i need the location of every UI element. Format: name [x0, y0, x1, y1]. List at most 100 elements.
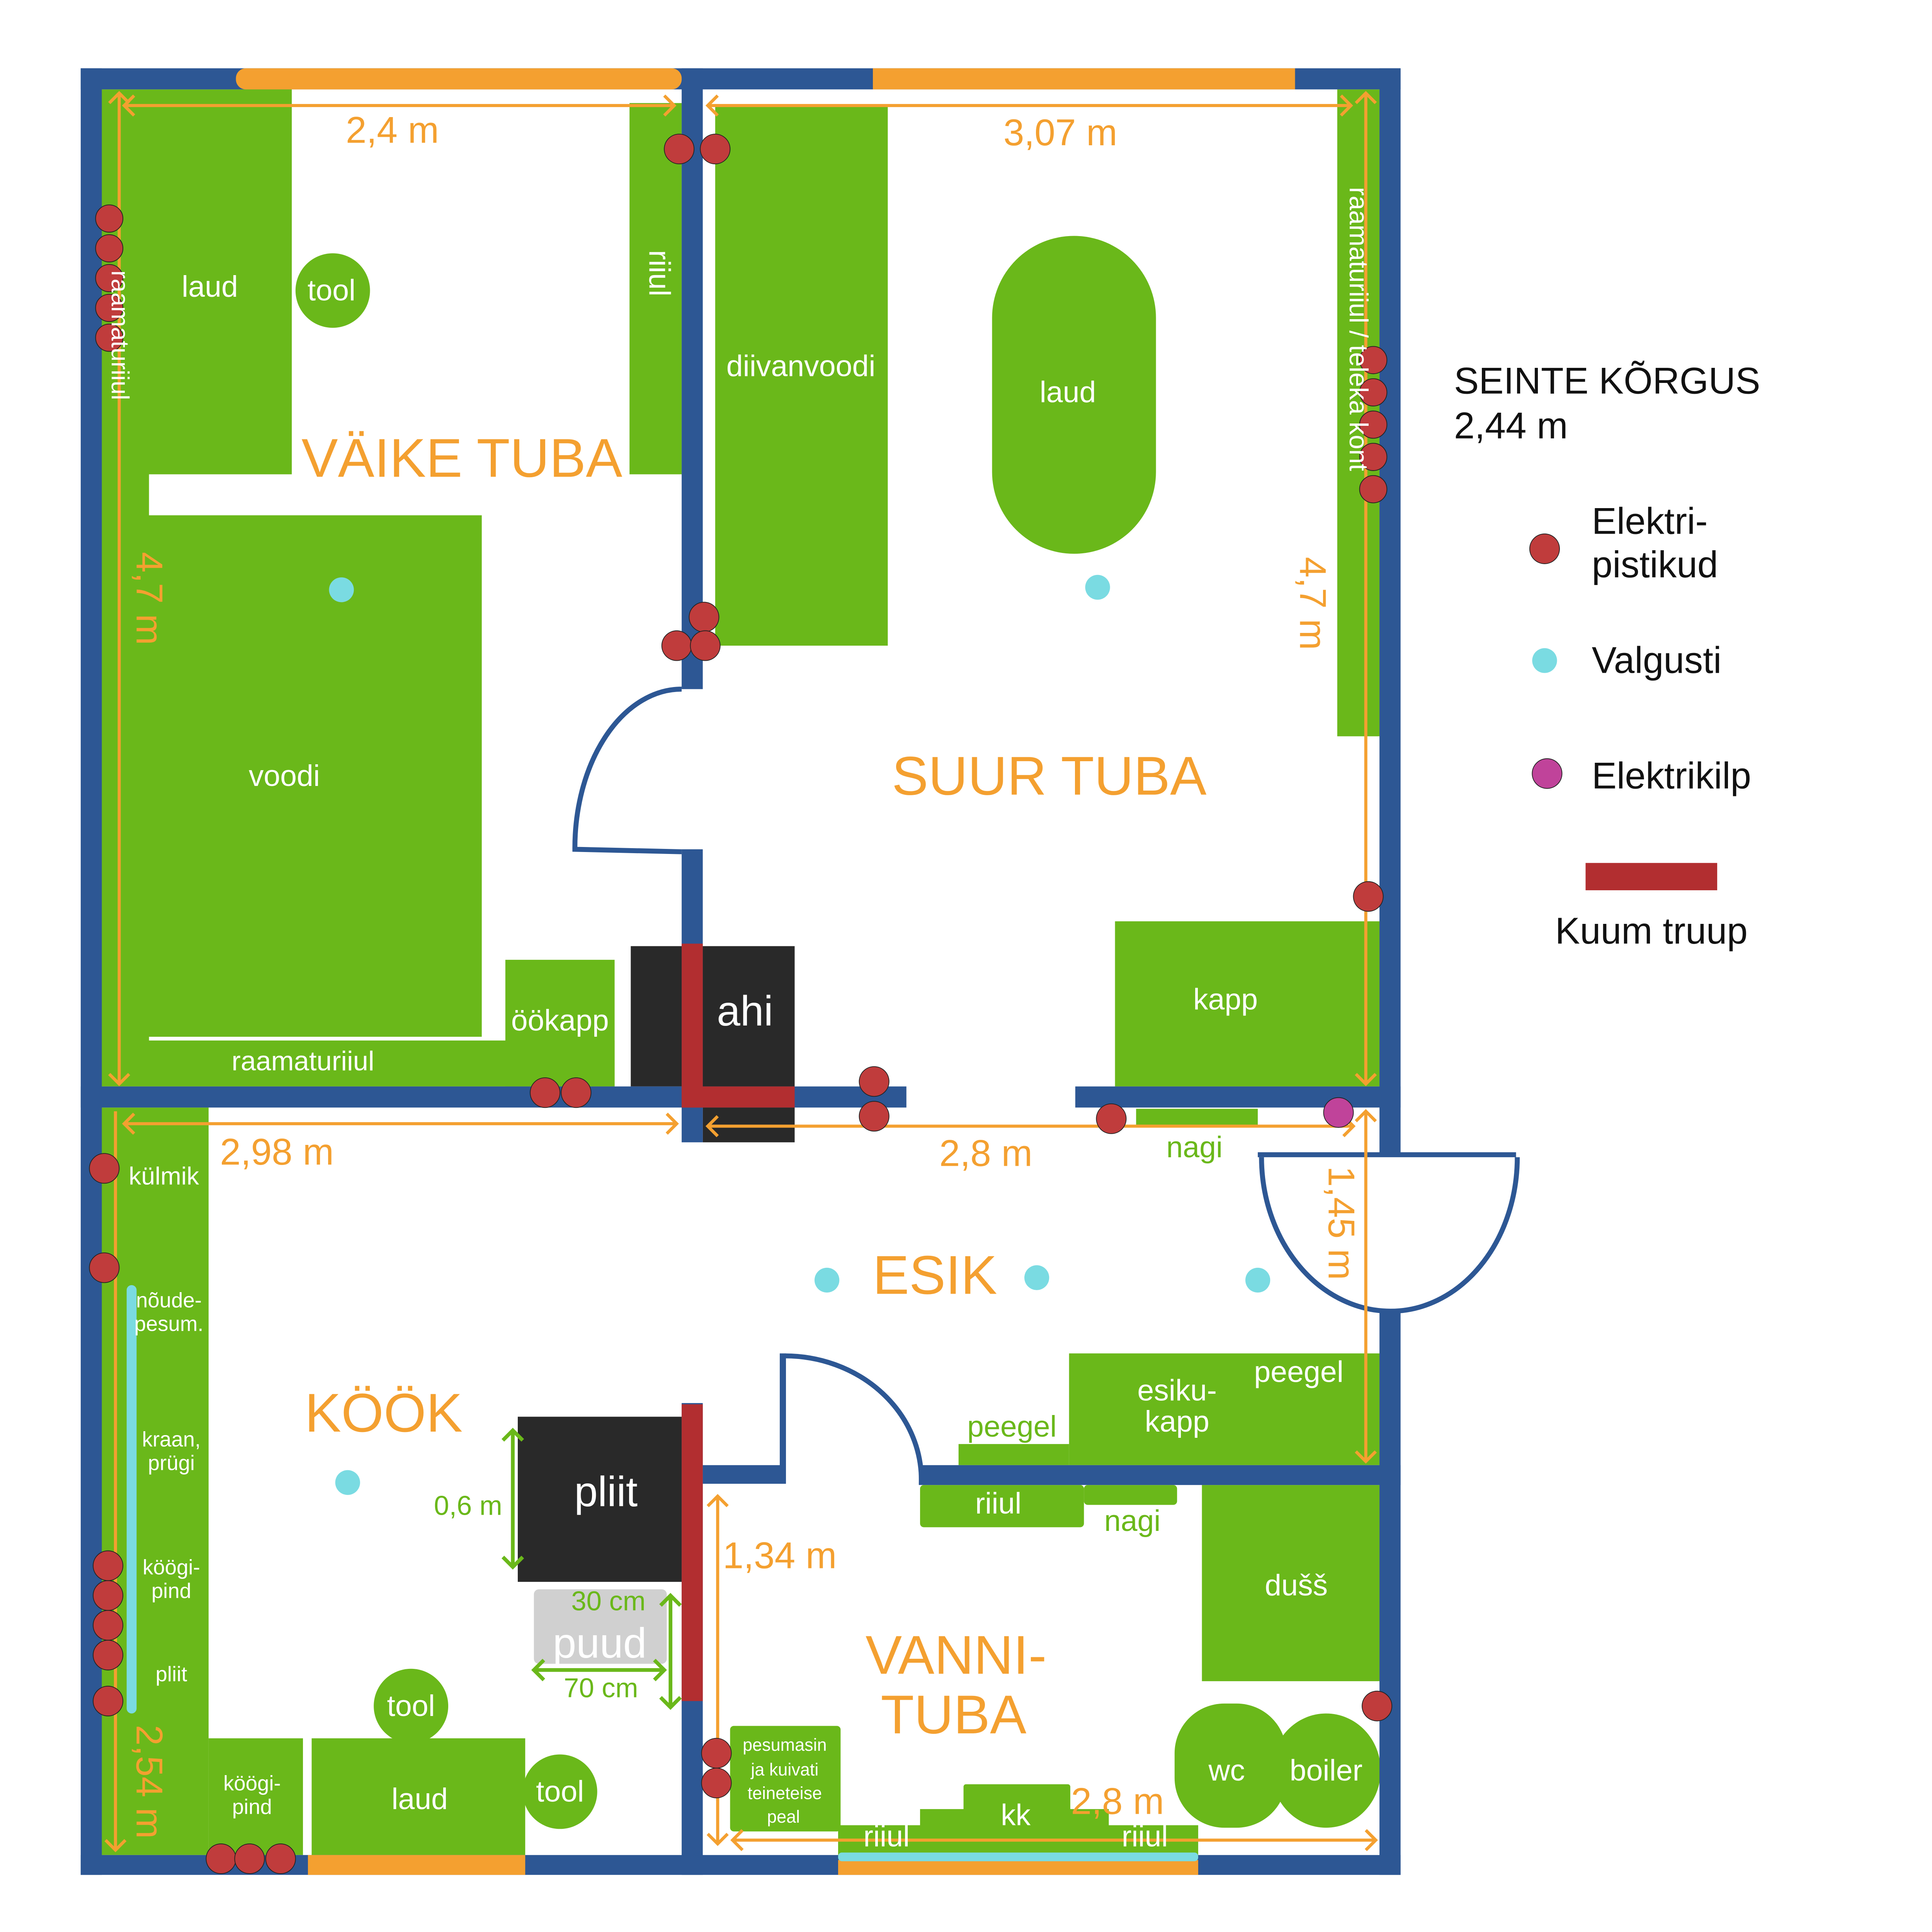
outlet-icon: [1359, 410, 1388, 439]
window: [308, 1855, 526, 1875]
stove-oven: [631, 946, 795, 1087]
furniture-hooks-hall: nagi: [1166, 1131, 1223, 1164]
furniture-sofa-bed: diivanvoodi: [726, 350, 876, 383]
small-chair: [295, 253, 370, 328]
outlet-icon: [95, 323, 124, 352]
dimensions-kitchen-width: 2,98 m: [220, 1131, 334, 1173]
kitchen-table: [311, 1738, 526, 1855]
shelf-riiul: [629, 103, 682, 474]
outlet-icon: [93, 1610, 124, 1641]
light-icon: [335, 1470, 360, 1495]
light-icon: [329, 577, 354, 602]
furniture-wc: wc: [1208, 1754, 1245, 1787]
window: [838, 1860, 1198, 1875]
room-small: VÄIKE TUBA: [301, 427, 622, 488]
outlet-icon: [1359, 346, 1388, 374]
furniture-dishwasher-2: pesum.: [134, 1312, 203, 1336]
big-table: [992, 236, 1156, 554]
furniture-tap-2: prügi: [148, 1451, 195, 1475]
furniture-mirror-right: peegel: [1254, 1355, 1344, 1388]
outlet-icon: [93, 1550, 124, 1581]
outlet-icon: [89, 1153, 120, 1184]
dimensions-big-width: 3,07 m: [1003, 112, 1117, 153]
kitchen-chair: [522, 1754, 597, 1829]
wardrobe: [1115, 921, 1380, 1087]
bed: [124, 515, 482, 1037]
furniture-washer-4: peal: [767, 1807, 800, 1827]
furniture-wardrobe: kapp: [1193, 983, 1258, 1016]
dimensions-small-width: 2,4 m: [346, 110, 439, 151]
outlet-icon: [1362, 1690, 1393, 1721]
legend-light: Valgusti: [1592, 640, 1722, 681]
outlet-icon: [1353, 881, 1384, 912]
furniture-dishwasher-1: nõude-: [136, 1289, 202, 1312]
outlet-icon: [859, 1101, 889, 1132]
dimensions-cooker-depth: 0,6 m: [434, 1490, 502, 1520]
furniture-hob: pliit: [155, 1662, 187, 1686]
furniture-shelf-riiul: riiul: [643, 250, 676, 296]
counter-2: [208, 1738, 303, 1855]
dimensions-small-height: 4,7 m: [128, 552, 170, 645]
legend-panel: Elektrikilp: [1592, 755, 1751, 796]
furniture-bottom-shelf-left: riiul: [863, 1820, 910, 1853]
furniture-washer-3: teineteise: [748, 1783, 822, 1803]
dimensions-wood-width: 70 cm: [564, 1673, 638, 1703]
dimensions-hall-width: 2,8 m: [939, 1133, 1032, 1174]
firewood: [534, 1589, 667, 1664]
door: [1259, 1157, 1520, 1314]
furniture-tv-shelf: raamaturiiul / teleka kont: [1344, 187, 1373, 471]
dimension-lines: [104, 91, 1378, 1852]
light-icon: [1085, 575, 1110, 600]
boiler: [1271, 1713, 1381, 1828]
lights: [329, 575, 1270, 1495]
outlet-icon: [664, 134, 695, 165]
dimensions-bath-height: 1,34 m: [723, 1535, 837, 1576]
electric-panel-icon: [1532, 758, 1563, 789]
small-desk: [102, 89, 292, 474]
furniture-hall-cabinet-1: esiku-: [1137, 1374, 1217, 1407]
room-big: SUUR TUBA: [892, 745, 1207, 806]
legend-outlets-2: pistikud: [1592, 544, 1718, 585]
outlet-icon: [859, 1066, 889, 1097]
outlet-icon: [1529, 533, 1560, 564]
cooker: [517, 1417, 682, 1582]
furniture-cooker: pliit: [574, 1468, 638, 1515]
outlet-icon: [93, 1685, 124, 1716]
hot-flue: [682, 1086, 795, 1108]
outlet-icon: [95, 264, 124, 293]
sofa-bed: [715, 105, 888, 646]
furniture-kitchen-chair-2: tool: [536, 1775, 584, 1808]
wall-height-value: 2,44 m: [1454, 405, 1568, 446]
furniture-counter2-2: pind: [232, 1795, 272, 1819]
door: [784, 1353, 924, 1484]
hall-hooks: [1136, 1109, 1258, 1126]
shower: [1202, 1485, 1380, 1681]
outlet-icon: [265, 1843, 296, 1874]
kitchen-counter: [102, 1107, 209, 1855]
room-kitchen: KÖÖK: [305, 1382, 463, 1443]
outlet-icon: [661, 630, 692, 661]
furniture-small-desk: laud: [182, 270, 238, 303]
furniture-mirror-left: peegel: [967, 1410, 1057, 1443]
furniture-washer-2: ja kuivati: [750, 1760, 818, 1779]
dimensions-big-height: 4,7 m: [1292, 557, 1333, 650]
outlet-icon: [234, 1843, 265, 1874]
outlet-icon: [1359, 378, 1388, 406]
dimensions-bath-width: 2,8 m: [1071, 1781, 1164, 1822]
furniture-small-chair: tool: [308, 274, 355, 307]
dimensions-hall-height: 1,45 m: [1320, 1166, 1362, 1280]
wc: [1174, 1703, 1287, 1828]
room-bath: VANNI-: [866, 1624, 1047, 1685]
light-icon: [814, 1267, 840, 1293]
bath-shelf: [920, 1485, 1084, 1527]
furniture-washer-1: pesumasin: [743, 1735, 827, 1755]
furniture-nightstand: öökapp: [511, 1004, 609, 1037]
furniture-shower: dušš: [1265, 1569, 1328, 1602]
outlet-icon: [206, 1843, 236, 1874]
kk: [963, 1784, 1070, 1812]
light-icon: [1245, 1267, 1270, 1293]
hall-cabinet: [1069, 1353, 1380, 1465]
hot-flue: [682, 1404, 703, 1701]
outlet-icon: [689, 602, 719, 633]
